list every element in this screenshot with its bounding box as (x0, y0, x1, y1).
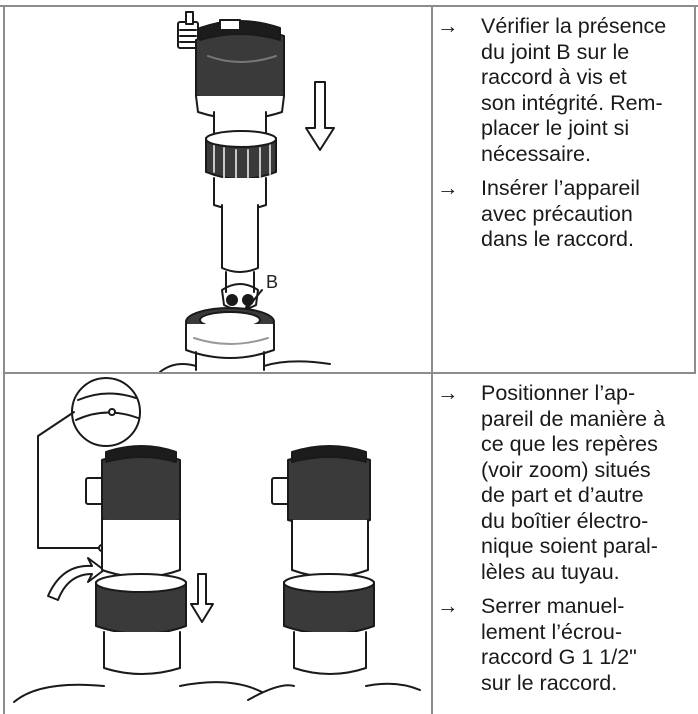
zoom-detail (37, 377, 141, 552)
callout-label-b: B (266, 272, 278, 292)
step-text: Positionner l’ap- pareil de manière à ce… (481, 381, 666, 584)
arrow-icon: → (437, 381, 459, 405)
step-position-device: → Positionner l’ap- pareil de manière à … (437, 381, 687, 585)
device-right (247, 445, 421, 701)
steps-insert: → Vérifier la présence du joint B sur le… (437, 14, 687, 262)
table-top-border (0, 5, 698, 7)
push-down-arrow-icon (190, 573, 214, 623)
step-check-gasket: → Vérifier la présence du joint B sur le… (437, 14, 687, 167)
column-divider (431, 5, 433, 714)
step-insert-device: → Insérer l’appareil avec précaution dan… (437, 176, 687, 253)
cable-connector (177, 11, 199, 49)
step-text: Serrer manuel- lement l’écrou- raccord G… (481, 594, 637, 695)
step-text: Vérifier la présence du joint B sur le r… (481, 14, 667, 166)
tee-fitting (159, 307, 331, 372)
table-right-border (694, 5, 696, 374)
step-tighten-nut: → Serrer manuel- lement l’écrou- raccord… (437, 594, 687, 696)
arrow-icon: → (437, 176, 459, 200)
align-and-tighten-illustration (13, 377, 421, 703)
steps-align-tighten: → Positionner l’ap- pareil de manière à … (437, 381, 687, 705)
step-text: Insérer l’appareil avec précaution dans … (481, 176, 640, 251)
union-nut (205, 130, 277, 181)
row-divider (3, 372, 696, 374)
device-left (13, 445, 263, 703)
arrow-icon: → (437, 14, 459, 38)
insertion-arrow-icon (305, 81, 335, 151)
insert-device-illustration: B (159, 11, 335, 372)
rotate-arrow-icon (47, 557, 105, 601)
table-left-border (3, 5, 5, 714)
arrow-icon: → (437, 594, 459, 618)
